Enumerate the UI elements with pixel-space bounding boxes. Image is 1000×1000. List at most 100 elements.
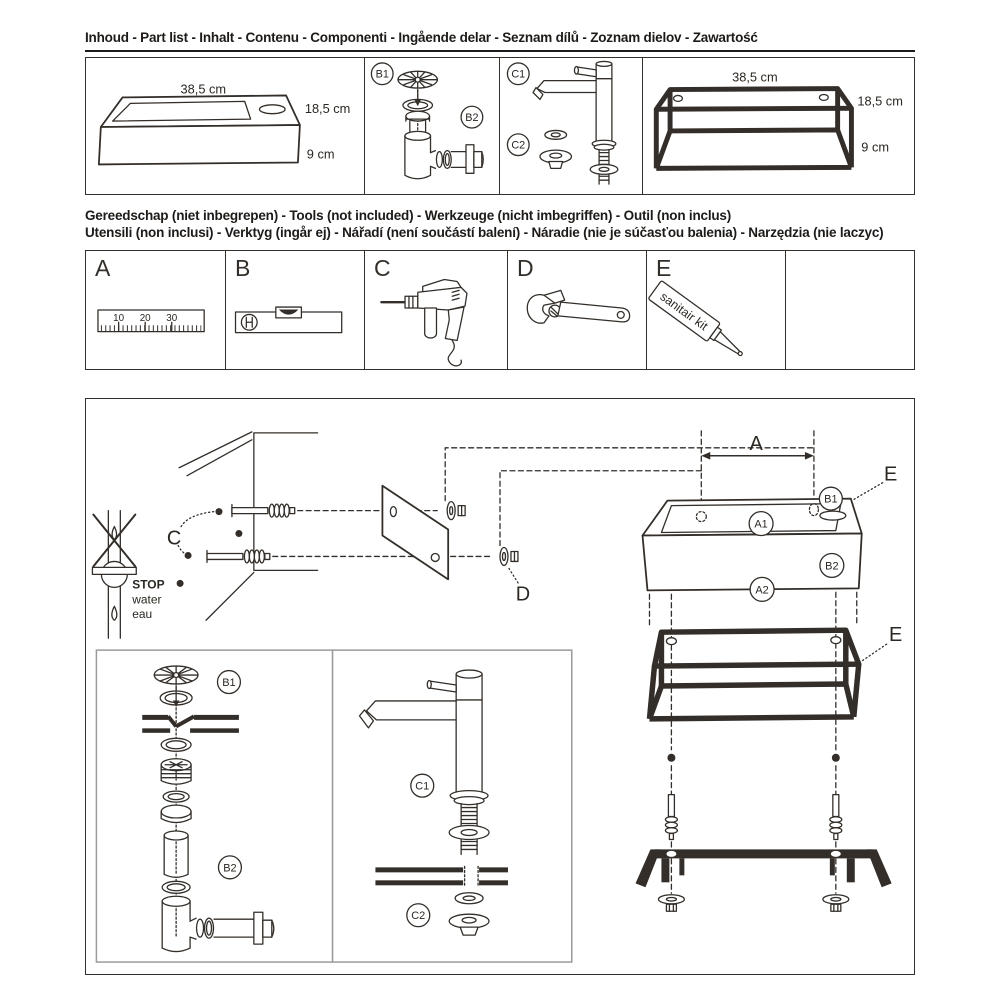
rail-hole-right	[830, 850, 841, 857]
label-e-sink: E	[884, 464, 897, 486]
bottom-washer-left	[657, 894, 686, 912]
dimension-a	[701, 452, 814, 460]
stop-valve	[91, 509, 137, 639]
sink-shape	[97, 94, 301, 166]
e-frame-leader	[861, 643, 888, 662]
drain-plug-label: B1	[376, 69, 389, 81]
label-exp-b2: B2	[223, 862, 236, 874]
sink-labels: B1 A1 B2 A2 E	[748, 464, 897, 602]
label-e-frame: E	[889, 624, 902, 646]
drain-trap-label: B2	[465, 112, 478, 124]
drain-exploded-panel	[95, 649, 334, 963]
water-label: water	[131, 592, 161, 606]
stop-label: STOP	[132, 577, 164, 591]
parts-header: Inhoud - Part list - Inhalt - Contenu - …	[85, 30, 758, 45]
label-drill-c: C	[167, 527, 181, 549]
drop-dashed-lines	[648, 591, 858, 894]
drain-position-dashed	[695, 510, 707, 523]
drain-exploded: B1	[142, 665, 275, 953]
level-icon	[234, 306, 343, 334]
frame-drawing: 38,5 cm 18,5 cm 9 cm	[653, 70, 903, 171]
frame-hole-right	[818, 93, 829, 102]
washer-nut-lower	[499, 546, 519, 567]
frame-assembly	[646, 627, 862, 722]
tap-exploded: C1	[358, 669, 508, 936]
frame-height-label: 9 cm	[861, 140, 889, 155]
sink-width-label: 38,5 cm	[181, 81, 227, 96]
tool-letter-d: D	[517, 255, 534, 281]
floor-anchors	[664, 753, 843, 841]
ruler-icon: 10 20 30	[97, 309, 205, 333]
routing-dashed	[444, 430, 815, 547]
part-cell-tap: C1 C2	[500, 57, 643, 195]
tool-letter-e: E	[656, 255, 672, 281]
header-rule	[85, 50, 915, 52]
tap-label: C1	[511, 69, 525, 81]
sink-cross-section	[142, 714, 239, 733]
assembly-diagram: C STOP water eau	[85, 398, 915, 975]
drill-holes	[176, 508, 243, 587]
tool-cell-drill: C	[365, 250, 508, 370]
tap-shape	[532, 60, 619, 185]
label-a1: A1	[754, 519, 767, 531]
tap-exploded-panel	[331, 649, 573, 963]
tailpipe	[163, 830, 189, 878]
frame-hole-left	[665, 637, 678, 646]
tap-body	[358, 669, 490, 856]
label-dim-a: A	[749, 433, 763, 455]
countertop-section	[375, 865, 508, 887]
ruler-tick-10: 10	[113, 313, 124, 324]
lock-ring	[160, 804, 192, 824]
tool-cell-empty	[786, 250, 915, 370]
screw-right	[829, 793, 843, 841]
tap-position-dashed	[808, 502, 820, 517]
label-washer-d: D	[516, 583, 530, 605]
tap-drawing: C1 C2	[506, 60, 619, 185]
label-exp-b1: B1	[222, 677, 235, 689]
frame-rail-section	[635, 849, 892, 888]
rail-hole-left	[666, 850, 677, 857]
frame-hole-right	[830, 636, 842, 645]
sink-tap-hole	[819, 510, 847, 521]
wall-corner	[178, 431, 319, 621]
washer-nut-upper	[446, 500, 466, 521]
tap-washers	[448, 892, 490, 936]
label-exp-c1: C1	[415, 781, 429, 793]
sink-depth-label: 18,5 cm	[305, 101, 351, 116]
trap-body	[161, 895, 275, 953]
drill-icon	[380, 278, 468, 367]
label-exp-c2: C2	[411, 910, 425, 922]
label-b2: B2	[825, 560, 838, 572]
wall-anchor-lower	[206, 549, 271, 564]
tools-table: A 10 20 30 B C	[85, 250, 915, 370]
part-cell-frame: 38,5 cm 18,5 cm 9 cm	[643, 57, 915, 195]
d-leader	[508, 567, 520, 586]
wall-plate	[381, 484, 450, 581]
tap-hole	[258, 104, 286, 115]
tool-cell-level: B	[226, 250, 365, 370]
frame-width-label: 38,5 cm	[732, 70, 778, 85]
tool-cell-sealant: E sanitair kit	[647, 250, 786, 370]
frame-shape	[653, 86, 854, 171]
drain-trap-shape	[404, 130, 484, 180]
frame-depth-label: 18,5 cm	[857, 93, 903, 108]
tool-cell-ruler: A 10 20 30	[85, 250, 226, 370]
label-a2: A2	[755, 584, 768, 596]
tools-header-line2: Utensili (non inclusi) - Verktyg (ingår …	[85, 225, 884, 240]
tool-letter-a: A	[95, 255, 111, 281]
ruler-tick-20: 20	[140, 313, 151, 324]
wall-anchor-upper	[231, 503, 296, 518]
tool-letter-b: B	[235, 255, 251, 281]
screw-left	[664, 793, 679, 841]
label-b1: B1	[824, 494, 837, 506]
tool-letter-c: C	[374, 255, 391, 281]
wrench-icon	[526, 289, 631, 324]
part-cell-sink: 38,5 cm 18,5 cm 9 cm	[85, 57, 365, 195]
drain-drawing: B1 B2	[370, 62, 484, 180]
sealant-icon: sanitair kit	[648, 280, 743, 357]
plug-body	[160, 758, 192, 785]
frame-hole-left	[672, 94, 684, 103]
parts-table: 38,5 cm 18,5 cm 9 cm B1	[85, 57, 915, 195]
eau-label: eau	[132, 607, 152, 621]
